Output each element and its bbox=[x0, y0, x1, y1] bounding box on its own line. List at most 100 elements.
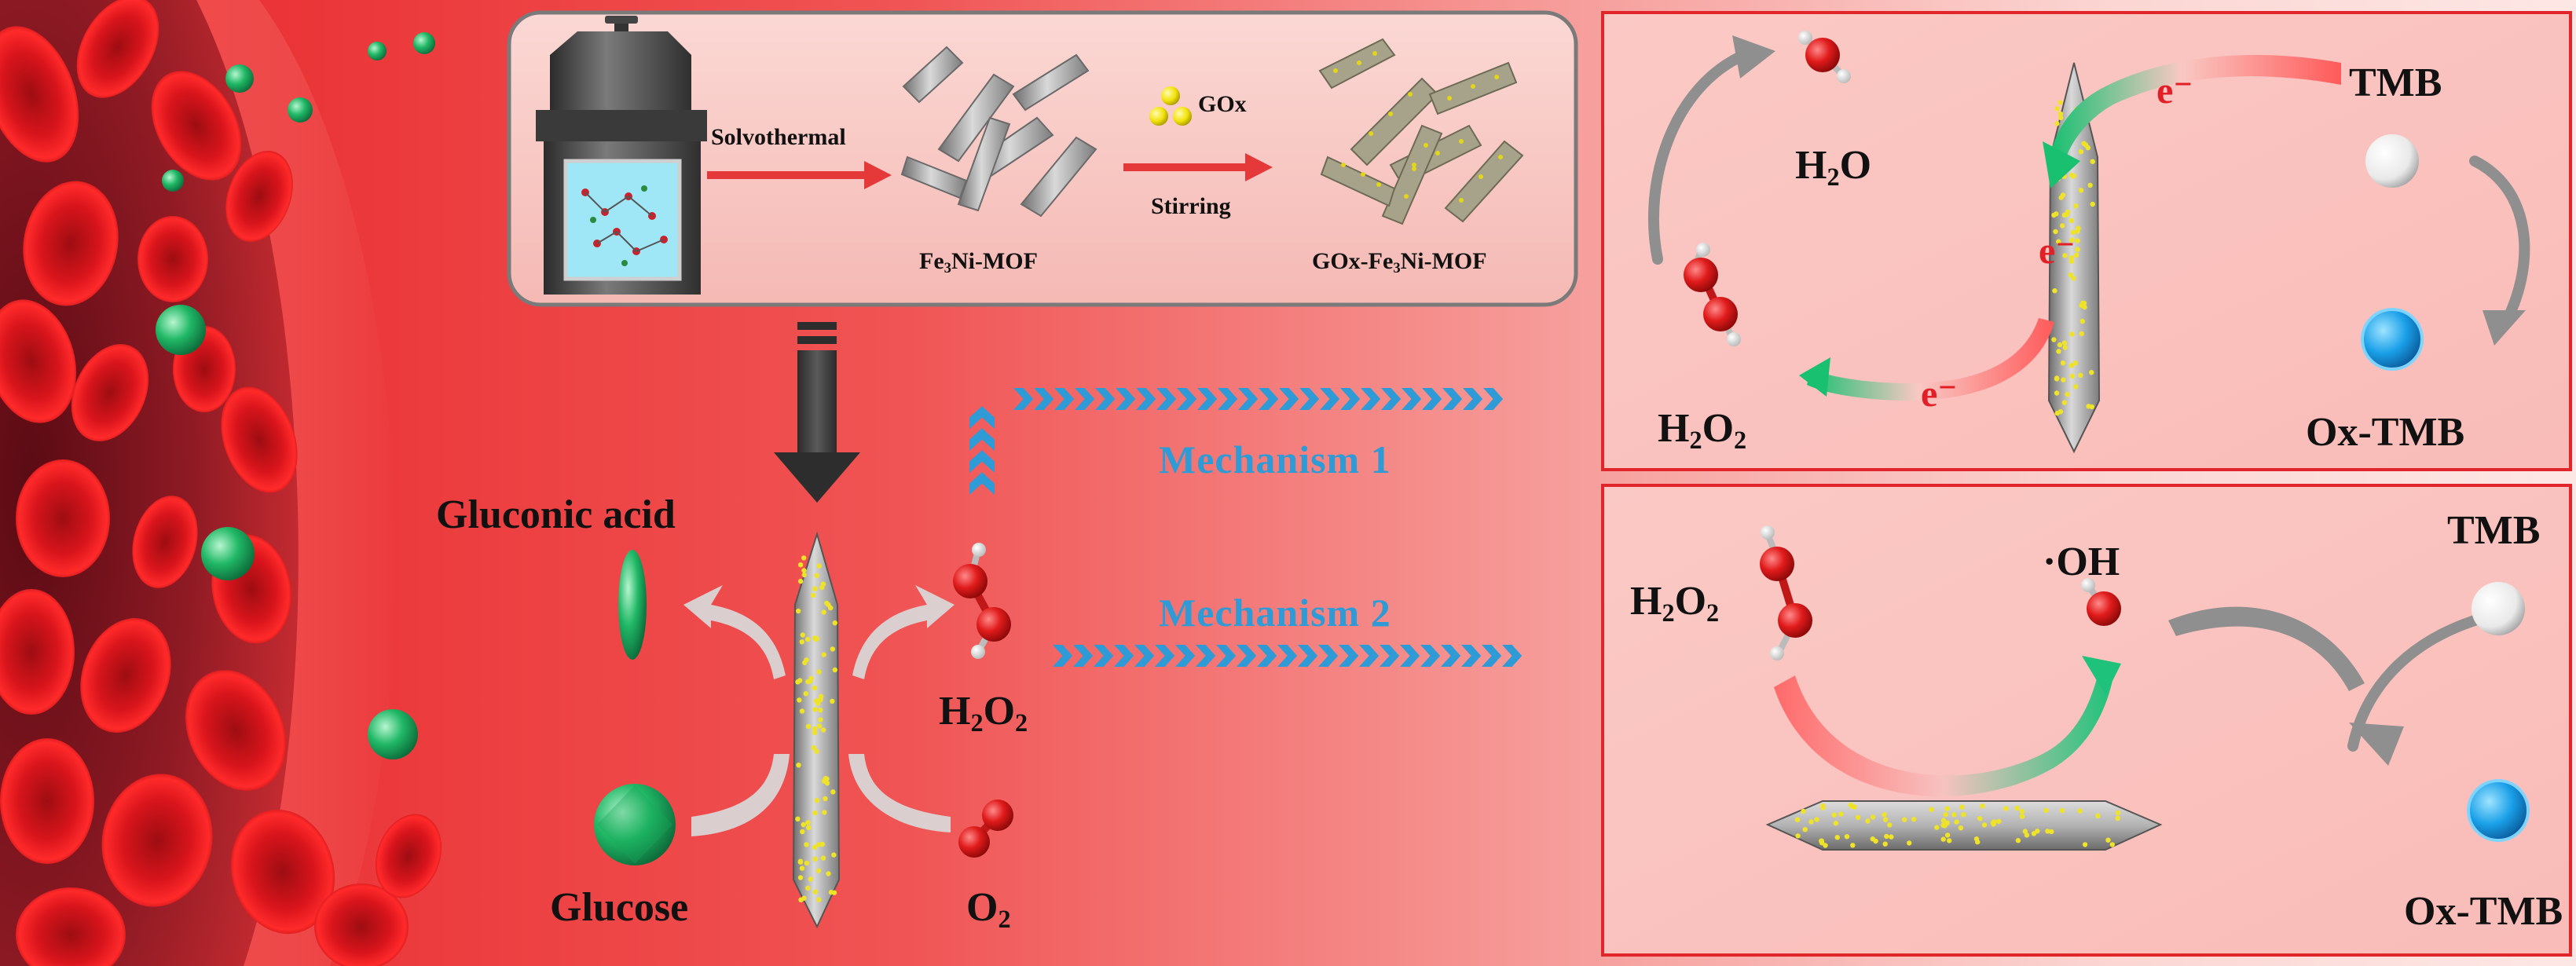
gox-dot bbox=[2062, 253, 2068, 258]
gox-dot bbox=[1882, 841, 1888, 847]
gox-dot bbox=[2115, 815, 2120, 821]
gox-dot bbox=[2078, 149, 2084, 155]
panel1-ox-tmb-ball bbox=[2361, 308, 2424, 371]
gox-dot bbox=[1934, 825, 1940, 830]
gox-dot bbox=[2070, 174, 2076, 179]
chevron bbox=[1361, 388, 1381, 410]
chevron bbox=[1177, 388, 1197, 410]
gox-dot bbox=[1981, 822, 1988, 828]
gox-dot bbox=[2058, 111, 2063, 117]
gox-dot bbox=[815, 842, 822, 847]
gox-dot bbox=[2035, 829, 2040, 834]
gox-dot bbox=[2051, 337, 2057, 342]
chevron bbox=[1218, 388, 1238, 410]
chevron bbox=[1095, 388, 1116, 410]
gox-dot bbox=[813, 636, 819, 642]
gox-dot bbox=[797, 562, 804, 568]
gox-dot bbox=[818, 707, 823, 713]
gox-dot bbox=[1823, 843, 1828, 848]
gox-dot bbox=[812, 586, 818, 591]
gox-dot bbox=[2054, 211, 2059, 217]
chevron bbox=[1340, 388, 1361, 410]
gox-dot bbox=[800, 829, 805, 835]
gox-dot bbox=[1944, 806, 1950, 811]
chevron bbox=[1216, 645, 1237, 667]
chevron bbox=[1116, 388, 1136, 410]
gox-dot bbox=[2089, 370, 2094, 375]
gox-dot bbox=[2105, 837, 2111, 843]
down-arrow bbox=[774, 322, 860, 503]
gox-label: GOx bbox=[1198, 91, 1247, 117]
gox-dot bbox=[2077, 808, 2083, 814]
gox-dot bbox=[1838, 811, 1844, 817]
gox-dot bbox=[2059, 807, 2065, 814]
panel2-radical-arrow bbox=[1774, 675, 2113, 797]
gox-dot bbox=[2061, 212, 2068, 218]
gox-dot bbox=[830, 789, 836, 795]
gox-dot bbox=[2075, 238, 2080, 243]
gox-dot bbox=[2075, 247, 2080, 252]
gox-dot bbox=[1940, 822, 1946, 829]
mechanism-1-chevrons bbox=[1013, 388, 1504, 410]
gox-dot bbox=[1944, 820, 1950, 826]
gox-dot bbox=[799, 708, 805, 714]
gox-dot bbox=[2058, 195, 2064, 200]
gox-dot bbox=[821, 609, 826, 615]
gox-dot bbox=[1848, 802, 1853, 808]
autoclave-reactor bbox=[536, 16, 707, 295]
gox-dot bbox=[1801, 808, 1806, 814]
gox-dot bbox=[820, 855, 826, 861]
chevron bbox=[969, 472, 995, 495]
gox-dot bbox=[1929, 807, 1934, 812]
panel2-h2o2-molecule bbox=[1760, 525, 1812, 660]
gox-dot bbox=[1951, 812, 1957, 818]
gox-dot bbox=[2058, 100, 2063, 105]
panel1-h2o-label: H2O bbox=[1795, 143, 1872, 192]
panel1-h2o2-molecule bbox=[1684, 243, 1741, 346]
gox-dot bbox=[804, 860, 810, 866]
chevron bbox=[1136, 388, 1156, 410]
gox-dot bbox=[816, 897, 822, 902]
gox-dot bbox=[1870, 836, 1875, 842]
gox-dot bbox=[2069, 373, 2075, 379]
gox-dot bbox=[1844, 834, 1850, 840]
gox-dot bbox=[830, 698, 835, 704]
gox-dot bbox=[2078, 188, 2084, 193]
gox-dot bbox=[1911, 817, 1917, 822]
gox-dot bbox=[1882, 812, 1887, 818]
panel1-electron-label-2: e⁻ bbox=[2039, 230, 2076, 272]
gox-dot bbox=[1907, 840, 1912, 846]
gox-dot bbox=[819, 841, 826, 847]
gox-dot bbox=[801, 572, 807, 578]
chevron bbox=[1483, 388, 1504, 410]
mechanism-1-chevrons-vertical bbox=[969, 406, 995, 495]
gox-dot bbox=[2086, 404, 2091, 409]
gox-dot bbox=[828, 889, 834, 895]
chevron bbox=[1197, 388, 1218, 410]
gox-dot bbox=[1834, 835, 1840, 840]
gox-dot bbox=[2019, 809, 2025, 814]
gox-dot bbox=[2068, 255, 2074, 261]
gox-dot bbox=[797, 697, 802, 703]
gox-dot bbox=[1850, 843, 1856, 848]
chevron bbox=[1441, 645, 1461, 667]
gox-dot bbox=[1795, 833, 1801, 839]
gox-dot bbox=[2068, 363, 2074, 368]
h2o2-center-label: H2O2 bbox=[939, 689, 1028, 737]
panel2-h2o2-label: H2O2 bbox=[1630, 579, 1720, 628]
gox-dot bbox=[814, 798, 820, 803]
gox-dot bbox=[812, 889, 819, 895]
gox-dot bbox=[816, 669, 822, 675]
gox-dot bbox=[1940, 818, 1947, 823]
chevron bbox=[1155, 645, 1175, 667]
gox-dot bbox=[818, 693, 824, 699]
gox-dot bbox=[2043, 807, 2049, 814]
gox-dot bbox=[1870, 814, 1876, 820]
gox-dot bbox=[2083, 142, 2089, 148]
gox-dot bbox=[797, 859, 804, 865]
gox-dot bbox=[799, 865, 805, 871]
synthesis-arrow-1 bbox=[707, 161, 892, 189]
gox-dot bbox=[1865, 818, 1871, 824]
chevron bbox=[1034, 388, 1054, 410]
chevron bbox=[1339, 645, 1359, 667]
